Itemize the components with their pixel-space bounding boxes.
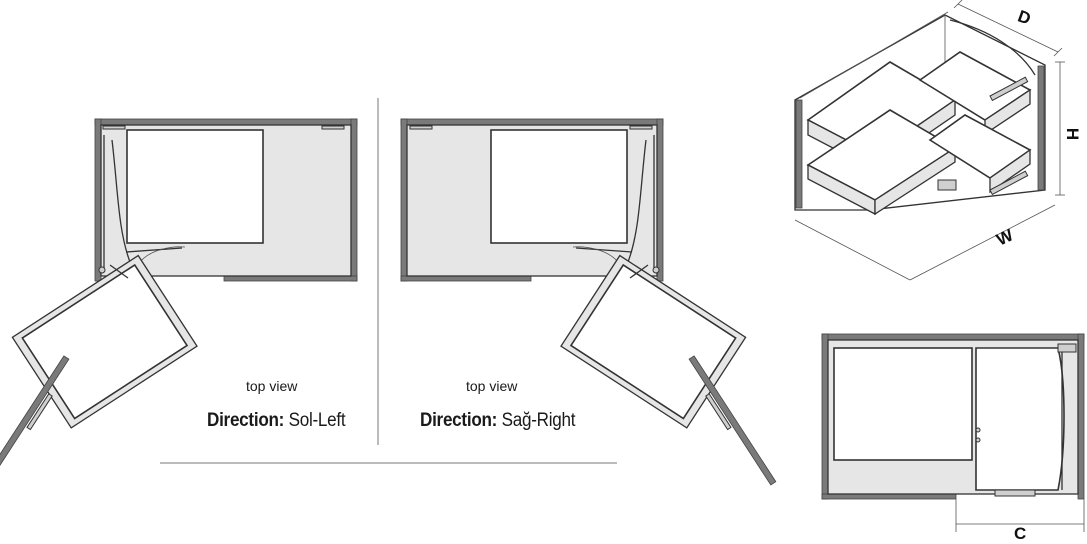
door-curve [949,19,1036,76]
swing-out-basket [569,263,737,420]
top-view-caption-right: top view [466,378,518,394]
hinge-link [629,264,649,279]
pivot-basket [975,347,1065,491]
rail-bracket [629,125,653,130]
frame-post-left [795,99,803,209]
door-panel [0,355,70,486]
dimension-label-clearance: C [1014,524,1027,543]
cabinet-back-wall [94,118,358,126]
dimension-line-depth [957,3,1059,53]
closed-top-view [821,333,1085,532]
dimension-line-width [794,219,911,281]
cabinet-front-panel [821,493,957,500]
direction-key: Direction: [207,410,285,431]
swing-out-basket-group [11,254,198,429]
door-panel [688,355,777,486]
isometric-view [794,0,1065,281]
rail-bracket [321,125,345,130]
frame-post-right [1037,65,1045,191]
fixed-basket [126,129,264,244]
cabinet-side-wall-right [656,118,664,282]
hinge-link [109,264,129,279]
top-view-caption-left: top view [246,378,298,394]
hinge-arc [139,246,186,263]
fixed-basket [833,347,973,461]
hinge-bracket [937,179,957,191]
pivot-point [652,266,660,274]
cabinet-side-wall-left [94,118,102,282]
pivot-point [98,266,106,274]
door-left [0,355,70,486]
dimension-tick [953,0,963,9]
fixed-basket [490,129,628,244]
rail-bracket [1057,343,1077,353]
door-handle [994,489,1036,497]
direction-label-right: Direction: Sağ-Right [420,410,575,432]
cabinet-side-wall-right [350,118,358,282]
pivot-arc [111,139,131,263]
dimension-tick [1053,47,1063,57]
cabinet-back-wall [400,118,664,126]
dimension-label-height: H [1063,127,1083,141]
rail-bracket [409,125,433,130]
rail-bracket [102,125,126,130]
lower-front-basket-front [874,146,956,216]
dimension-line-width [909,204,1056,281]
door-handle [705,393,732,431]
top-view-right [400,118,777,486]
lower-rear-basket-front [989,148,1031,194]
hinge-point [975,427,981,433]
cabinet-front-panel [400,275,532,282]
door-right [688,355,777,486]
slide-rail [989,170,1029,196]
hinge-point [975,437,981,443]
slide-rail [989,76,1029,102]
swing-out-basket-group [560,254,747,429]
swing-out-basket [21,263,189,420]
hinge-arm [575,247,633,253]
cabinet-side-wall-left [821,333,829,500]
hinge-arc [572,246,619,263]
direction-value: Sol-Left [284,410,346,431]
cabinet-front-panel [223,275,358,282]
direction-label-left: Direction: Sol-Left [207,410,346,432]
direction-value: Sağ-Right [497,410,576,431]
hinge-arm [125,247,183,253]
direction-key: Direction: [420,410,498,431]
cabinet-side-wall-right [1077,333,1085,500]
cabinet-back-wall [821,333,1085,341]
door-handle [26,393,53,431]
top-view-left [0,118,358,486]
frame-edge [799,11,949,99]
pivot-arc [627,139,647,263]
cabinet-side-wall-left [400,118,408,282]
